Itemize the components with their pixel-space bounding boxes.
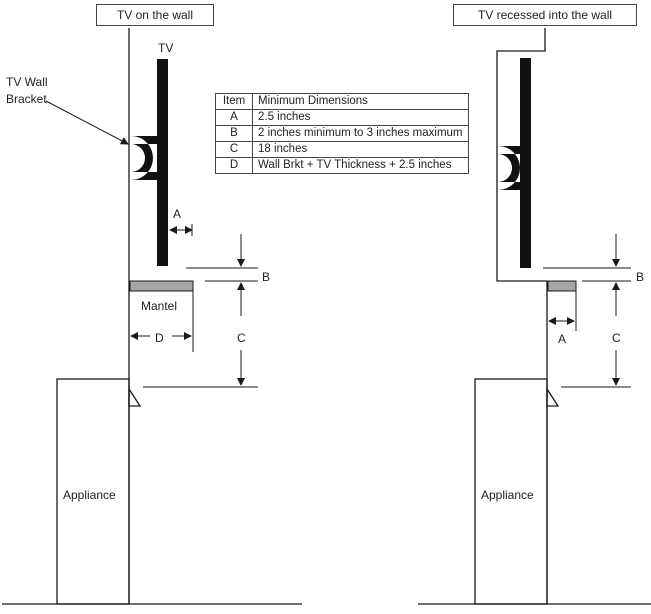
right-dim-c-label: C [612,331,621,345]
table-header-item: Item [215,93,253,110]
left-dim-c-label: C [237,331,246,345]
right-dim-b-label: B [636,270,644,284]
right-dim-a-label: A [558,332,566,346]
right-bracket-shape [498,146,520,190]
left-dim-b-label: B [262,270,270,284]
dimensions-table-wrap: Item Minimum Dimensions A 2.5 inches B 2… [215,93,469,174]
right-tv [520,58,531,268]
left-bracket-leader [45,100,129,145]
left-dim-a-label: A [173,207,181,221]
table-cell-dimension: 2 inches minimum to 3 inches maximum [252,125,469,142]
right-appliance [474,378,548,605]
table-header-dimension: Minimum Dimensions [252,93,469,110]
right-panel [418,28,651,605]
right-recess-outline [496,28,548,604]
table-cell-item: B [215,125,253,142]
right-panel-title: TV recessed into the wall [453,4,637,26]
table-cell-dimension: 2.5 inches [252,109,469,126]
left-panel-title: TV on the wall [96,4,214,26]
left-mantel-label: Mantel [141,299,177,313]
table-row: C 18 inches [215,141,469,158]
table-cell-dimension: 18 inches [252,141,469,158]
left-tv-label: TV [158,41,173,55]
left-panel [2,28,302,605]
dimensions-table: Item Minimum Dimensions A 2.5 inches B 2… [215,93,469,174]
left-appliance-label: Appliance [63,488,116,502]
right-appliance-tab [546,386,560,407]
table-cell-item: D [215,157,253,174]
table-row: D Wall Brkt + TV Thickness + 2.5 inches [215,157,469,174]
table-row: A 2.5 inches [215,109,469,126]
table-cell-item: A [215,109,253,126]
left-mantel [129,280,194,292]
table-row: B 2 inches minimum to 3 inches maximum [215,125,469,142]
left-appliance [56,378,130,605]
left-appliance-tab [128,386,142,407]
left-bracket-shape [131,136,157,180]
left-tv [157,59,168,266]
left-bracket-label-line2: Bracket [6,92,47,106]
right-appliance-label: Appliance [481,488,534,502]
left-bracket-label-line1: TV Wall [6,75,48,89]
table-cell-item: C [215,141,253,158]
left-dim-d-label: D [155,331,164,345]
table-header-row: Item Minimum Dimensions [215,93,469,110]
right-mantel [547,280,577,292]
table-cell-dimension: Wall Brkt + TV Thickness + 2.5 inches [252,157,469,174]
